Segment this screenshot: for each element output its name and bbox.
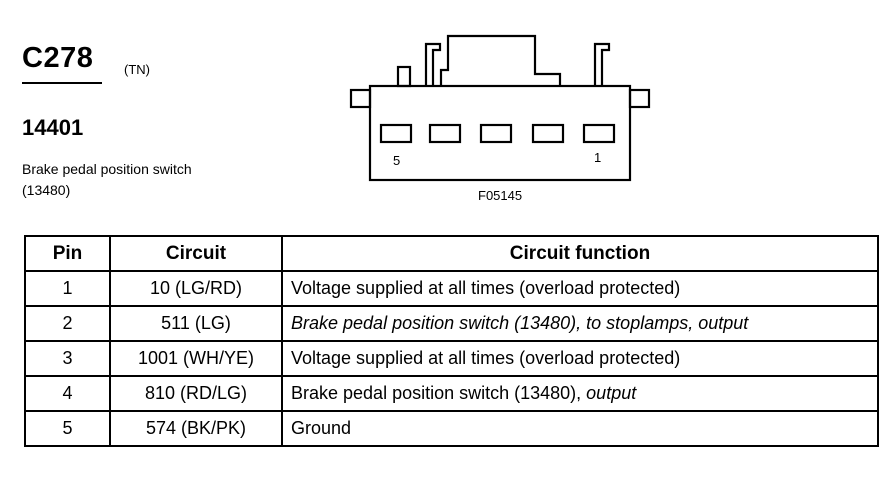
circuit-cell: 574 (BK/PK) [109,410,283,447]
pin-cell: 3 [24,340,111,377]
table-row: 4 810 (RD/LG) Brake pedal position switc… [24,375,879,412]
connector-post-left [396,65,412,88]
circuit-cell: 1001 (WH/YE) [109,340,283,377]
pin-cavity-1 [582,123,616,144]
column-header-pin: Pin [24,235,111,272]
function-cell: Voltage supplied at all times (overload … [281,340,879,377]
table-row: 5 574 (BK/PK) Ground [24,410,879,447]
circuit-cell: 511 (LG) [109,305,283,342]
connector-ear-right [628,88,651,109]
connector-center-tab [439,34,562,86]
pin-label-1: 1 [594,150,601,165]
pin-cavity-4 [428,123,462,144]
pinout-table: Pin Circuit Circuit function 1 10 (LG/RD… [24,235,879,447]
connector-housing [368,84,632,182]
connector-latch-right [593,42,611,86]
connector-description: Brake pedal position switch (13480) [22,161,192,198]
table-row: 2 511 (LG) Brake pedal position switch (… [24,305,879,342]
connector-id: C278 [22,42,94,74]
pin-cavity-5 [379,123,413,144]
connector-color-code: (TN) [124,62,150,77]
function-cell: Brake pedal position switch (13480), to … [281,305,879,342]
function-cell: Ground [281,410,879,447]
table-row: 1 10 (LG/RD) Voltage supplied at all tim… [24,270,879,307]
pin-cell: 5 [24,410,111,447]
circuit-cell: 810 (RD/LG) [109,375,283,412]
table-row: 3 1001 (WH/YE) Voltage supplied at all t… [24,340,879,377]
function-text: Brake pedal position switch (13480), [291,383,587,403]
pin-cell: 2 [24,305,111,342]
function-cell: Brake pedal position switch (13480), out… [281,375,879,412]
connector-latch-left [424,42,442,86]
pin-cell: 4 [24,375,111,412]
figure-id: F05145 [478,188,523,203]
function-text-italic: output [586,383,637,403]
function-cell: Voltage supplied at all times (overload … [281,270,879,307]
pin-cavity-3 [479,123,513,144]
connector-id-underline [22,82,102,84]
pin-label-5: 5 [393,153,400,168]
connector-ear-left [349,88,372,109]
circuit-cell: 10 (LG/RD) [109,270,283,307]
connector-diagram: 5 1 [349,34,651,182]
column-header-circuit: Circuit [109,235,283,272]
pin-cavity-2 [531,123,565,144]
part-number: 14401 [22,115,84,140]
column-header-function: Circuit function [281,235,879,272]
table-header-row: Pin Circuit Circuit function [24,235,879,272]
pin-cell: 1 [24,270,111,307]
